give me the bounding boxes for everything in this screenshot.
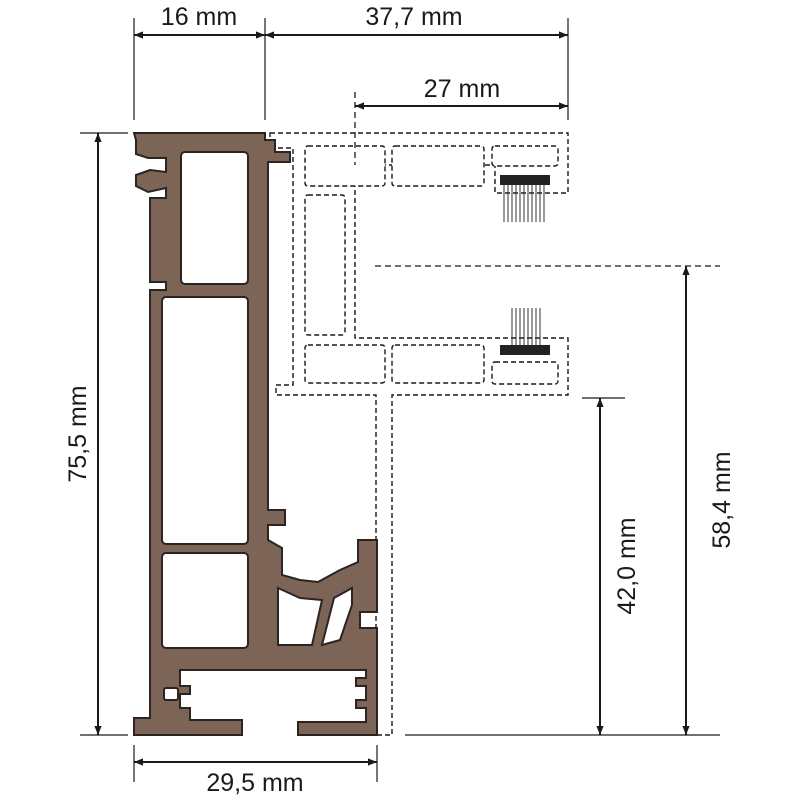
ghost-chamber: [304, 194, 346, 336]
ghost-chamber: [304, 145, 386, 187]
ghost-chamber: [491, 145, 559, 167]
ghost-chamber: [304, 344, 386, 384]
dimension-lines: [94, 31, 690, 766]
frame-chamber: [277, 586, 324, 646]
frame-chamber: [320, 586, 353, 647]
frame-chamber: [161, 296, 249, 545]
dim-label-top-left: 16 mm: [161, 3, 237, 31]
dashed-sash-profile: [269, 132, 569, 736]
ghost-chamber: [491, 361, 559, 385]
frame-chamber: [161, 552, 249, 649]
frame-groove: [163, 687, 179, 701]
dim-label-inner-width: 27 mm: [424, 75, 500, 103]
ghost-chamber: [391, 344, 485, 384]
dim-label-right-height: 58,4 mm: [708, 451, 736, 548]
upper-brush-seal: [500, 175, 550, 222]
frame-chamber: [180, 151, 249, 285]
dimension-labels: 16 mm 37,7 mm 27 mm 75,5 mm 29,5 mm 42,0…: [64, 3, 736, 797]
dim-label-total-height: 75,5 mm: [64, 385, 92, 482]
ghost-chamber: [391, 145, 485, 187]
lower-brush-seal: [500, 308, 550, 355]
dim-label-lower-height: 42,0 mm: [613, 517, 641, 614]
dim-label-bottom-width: 29,5 mm: [206, 769, 303, 797]
dim-label-top-right: 37,7 mm: [365, 3, 462, 31]
frame-profile: [132, 132, 378, 736]
